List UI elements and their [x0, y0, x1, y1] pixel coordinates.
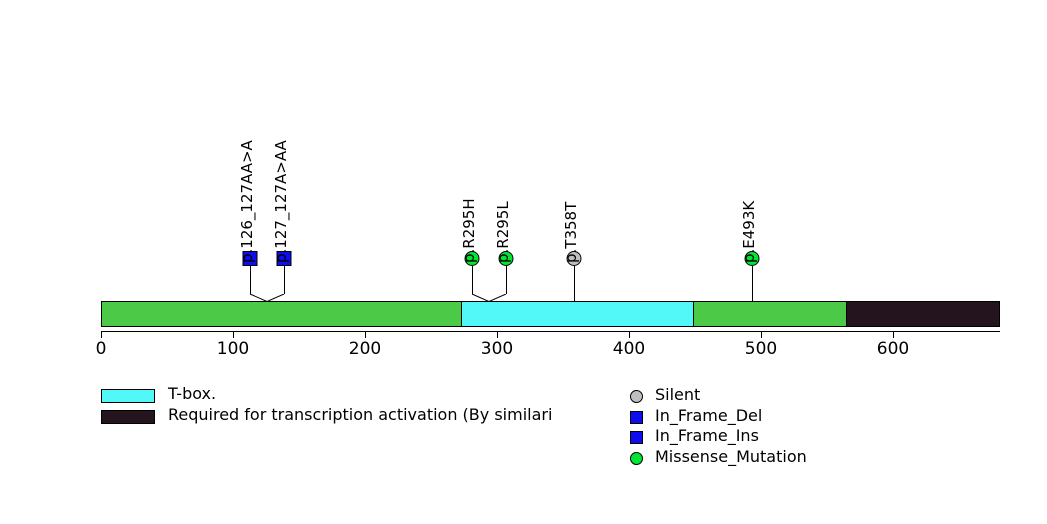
- legend-domain-swatch: [101, 389, 155, 403]
- x-axis-tick-label: 400: [612, 339, 646, 359]
- mutation-marker[interactable]: [464, 250, 480, 266]
- legend-mutation-label: Missense_Mutation: [655, 446, 807, 466]
- legend-mutation-swatch: [630, 390, 643, 403]
- legend-mutation-swatch: [630, 431, 643, 444]
- lollipop-stem: [284, 265, 285, 294]
- legend-mutation-swatch: [630, 410, 643, 424]
- x-axis-tick: [365, 331, 366, 338]
- x-axis-tick: [101, 331, 102, 338]
- mutation-marker[interactable]: [276, 250, 292, 266]
- x-axis-tick: [233, 331, 234, 338]
- x-axis-tick-label: 100: [216, 339, 250, 359]
- legend-mutation-label: In_Frame_Ins: [655, 426, 759, 445]
- x-axis-tick-label: 0: [95, 339, 107, 359]
- lollipop-stem-diagonal: [472, 293, 490, 301]
- x-axis-tick: [761, 331, 762, 338]
- mutation-marker[interactable]: [744, 250, 760, 266]
- lollipop-stem-diagonal: [250, 293, 268, 301]
- lollipop-stem-diagonal: [489, 293, 507, 301]
- legend-domain-swatch: [101, 410, 155, 424]
- mutation-label: p.127_127A>AA: [272, 139, 291, 263]
- lollipop-stem: [506, 265, 507, 294]
- lollipop-stem-diagonal: [267, 293, 285, 301]
- x-axis-line: [101, 331, 1001, 332]
- legend-domain-label: T-box.: [168, 384, 217, 403]
- mutation-marker[interactable]: [498, 250, 514, 266]
- mutation-label: p.126_127AA>A: [238, 139, 257, 263]
- legend-mutation-label: In_Frame_Del: [655, 405, 763, 425]
- mutation-label: p.E493K: [740, 200, 758, 263]
- x-axis-tick-label: 300: [480, 339, 514, 359]
- mutation-marker[interactable]: [242, 250, 258, 266]
- protein-domain-1: [845, 301, 1001, 327]
- x-axis-tick-label: 600: [876, 339, 910, 359]
- mutation-label: p.R295H: [460, 197, 479, 263]
- protein-domain-0: [461, 301, 694, 327]
- legend-mutation-swatch: [630, 451, 643, 465]
- mutation-label: p.T358T: [561, 201, 580, 263]
- mutation-label: p.R295L: [494, 200, 513, 263]
- legend-domain-label: Required for transcription activation (B…: [168, 405, 553, 424]
- lollipop-stem: [752, 265, 753, 301]
- lollipop-stem: [574, 265, 575, 301]
- x-axis-tick: [497, 331, 498, 338]
- x-axis-tick-label: 200: [348, 339, 382, 359]
- x-axis-tick: [629, 331, 630, 338]
- mutation-marker[interactable]: [566, 250, 582, 266]
- lollipop-stem: [472, 265, 473, 294]
- x-axis-tick-label: 500: [744, 339, 778, 359]
- legend-mutation-label: Silent: [655, 385, 701, 404]
- x-axis-tick: [893, 331, 894, 338]
- lollipop-stem: [250, 265, 251, 294]
